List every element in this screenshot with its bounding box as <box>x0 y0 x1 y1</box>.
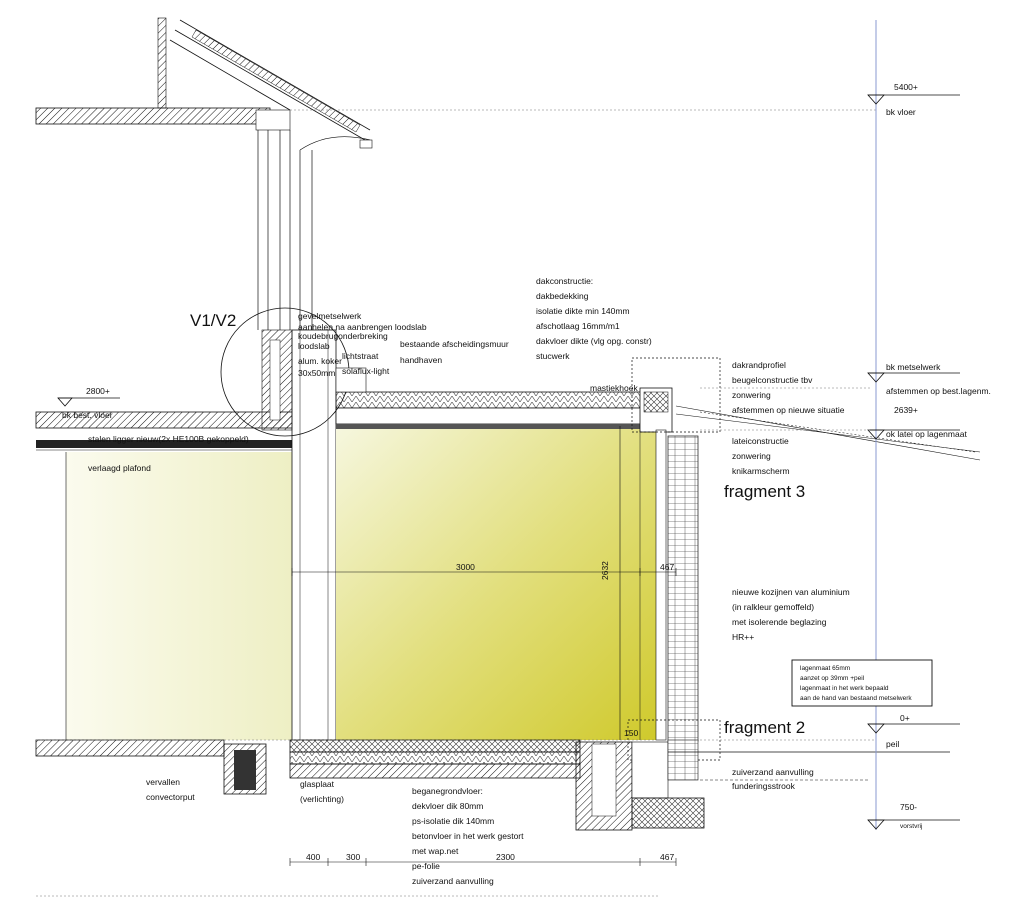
label-glasplaat: glasplaat <box>300 779 335 789</box>
latei-line: zonwering <box>732 451 771 461</box>
ground-floor <box>35 739 950 831</box>
bgvloer-line: beganegrondvloer: <box>412 786 483 796</box>
lagenmaat-line: lagenmaat 65mm <box>800 665 851 672</box>
dak-line: isolatie dikte min 140mm <box>536 306 630 316</box>
latei-line: knikarmscherm <box>732 466 790 476</box>
dim-467-bottom: 467 <box>660 852 675 862</box>
label-bk-vloer: bk vloer <box>886 107 916 117</box>
bgvloer-line: pe-folie <box>412 861 440 871</box>
label-vervallen: vervallen <box>146 777 181 787</box>
label-ok-latei: ok latei op lagenmaat <box>886 429 967 439</box>
label-level-5400: 5400+ <box>894 82 918 92</box>
lagenmaat-line: aanzet op 39mm +peil <box>800 675 865 682</box>
lagenmaat-box <box>791 659 933 707</box>
kozijn-line: nieuwe kozijnen van aluminium <box>732 587 850 597</box>
fragment-3-box <box>631 357 721 433</box>
dim-2300: 2300 <box>496 852 515 862</box>
lagenmaat-line: aan de hand van bestaand metselwerk <box>800 695 912 702</box>
bgvloer-line: met wap.net <box>412 846 459 856</box>
existing-floor <box>35 411 295 451</box>
beganegrondvloer-notes: beganegrondvloer: dekvloer dik 80mm ps-i… <box>412 784 524 889</box>
bgvloer-line: betonvloer in het werk gestort <box>412 831 524 841</box>
label-mastiekhoek: mastiekhoek <box>590 383 638 393</box>
dak-line: stucwerk <box>536 351 570 361</box>
extension-room-fill <box>336 426 664 740</box>
label-fragment-3: fragment 3 <box>724 482 806 501</box>
bgvloer-line: ps-isolatie dik 140mm <box>412 816 495 826</box>
existing-house <box>35 17 876 330</box>
bgvloer-line: zuiverzand aanvulling <box>412 876 494 886</box>
latei-line: lateiconstructie <box>732 436 789 446</box>
label-convectorput: convectorput <box>146 792 195 802</box>
brick-facade <box>667 435 699 742</box>
partition-wall <box>291 329 337 741</box>
dakrand-notes: dakrandprofiel beugelconstructie tbv zon… <box>732 358 844 418</box>
label-fragment-2: fragment 2 <box>724 718 806 737</box>
label-bk-best-vloer: bk best. vloer <box>62 410 113 420</box>
label-gevelmetselwerk: gevelmetselwerk <box>298 311 362 321</box>
dakrand-line: dakrandprofiel <box>732 360 786 370</box>
label-alum-koker: alum. koker <box>298 356 342 366</box>
label-verlichting: (verlichting) <box>300 794 344 804</box>
dim-150: 150 <box>624 728 639 738</box>
label-level-0: 0+ <box>900 713 910 723</box>
dim-300: 300 <box>346 852 361 862</box>
label-zuiverzand: zuiverzand aanvulling <box>732 767 814 777</box>
label-funderingsstrook: funderingsstrook <box>732 781 795 791</box>
dak-line: afschotlaag 16mm/m1 <box>536 321 620 331</box>
label-level-2639: 2639+ <box>894 405 918 415</box>
label-level-750: 750- <box>900 802 918 812</box>
label-loodslab: loodslab <box>298 341 330 351</box>
label-level-2800: 2800+ <box>86 386 110 396</box>
dak-line: dakvloer dikte (vlg opg. constr) <box>536 336 652 346</box>
dakrand-line: beugelconstructie tbv <box>732 375 813 385</box>
label-aanhelen: aanhelen na aanbrengen loodslab <box>298 322 427 332</box>
dim-2632: 2632 <box>600 561 610 580</box>
bgvloer-line: dekvloer dik 80mm <box>412 801 484 811</box>
level-markers <box>57 94 960 830</box>
dakrand-line: afstemmen op nieuwe situatie <box>732 405 845 415</box>
dimension-lines <box>289 426 677 866</box>
label-v1v2: V1/V2 <box>190 311 237 330</box>
dim-400: 400 <box>306 852 321 862</box>
label-afstemmen-best: afstemmen op best.lagenm. <box>886 386 991 396</box>
existing-room-fill <box>66 452 292 740</box>
dakrand-line: zonwering <box>732 390 771 400</box>
lagenmaat-line: lagenmaat in het werk bepaald <box>800 685 889 692</box>
window-frame <box>655 429 667 741</box>
label-handhaven: handhaven <box>400 355 443 365</box>
kozijn-line: met isolerende beglazing <box>732 617 827 627</box>
label-peil: peil <box>886 739 900 749</box>
kozijn-line: HR++ <box>732 632 755 642</box>
dim-3000: 3000 <box>456 562 475 572</box>
extension-roof <box>335 387 673 433</box>
dak-line: dakconstructie: <box>536 276 594 286</box>
dak-line: dakbedekking <box>536 291 589 301</box>
label-koker-size: 30x50mm <box>298 368 336 378</box>
dim-467: 467 <box>660 562 675 572</box>
label-verlaagd-plafond: verlaagd plafond <box>88 463 151 473</box>
label-koudebrug: koudebrugonderbreking <box>298 331 388 341</box>
label-bk-metselwerk: bk metselwerk <box>886 362 941 372</box>
kozijnen-notes: nieuwe kozijnen van aluminium (in ralkle… <box>732 585 850 645</box>
label-vorstvrij: vorstvrij <box>900 823 923 830</box>
latei-notes: lateiconstructie zonwering knikarmscherm <box>732 434 790 479</box>
lagenmaat-notes: lagenmaat 65mm aanzet op 39mm +peil lage… <box>800 664 912 704</box>
label-stalen-ligger: stalen ligger nieuw(2x HE100B gekoppeld) <box>88 434 249 444</box>
dakconstructie-notes: dakconstructie: dakbedekking isolatie di… <box>536 274 652 364</box>
label-afscheidingsmuur: bestaande afscheidingsmuur <box>400 339 509 349</box>
label-solaflux: solaflux-light <box>342 366 390 376</box>
kozijn-line: (in ralkleur gemoffeld) <box>732 602 815 612</box>
label-lichtstraat: lichtstraat <box>342 351 379 361</box>
